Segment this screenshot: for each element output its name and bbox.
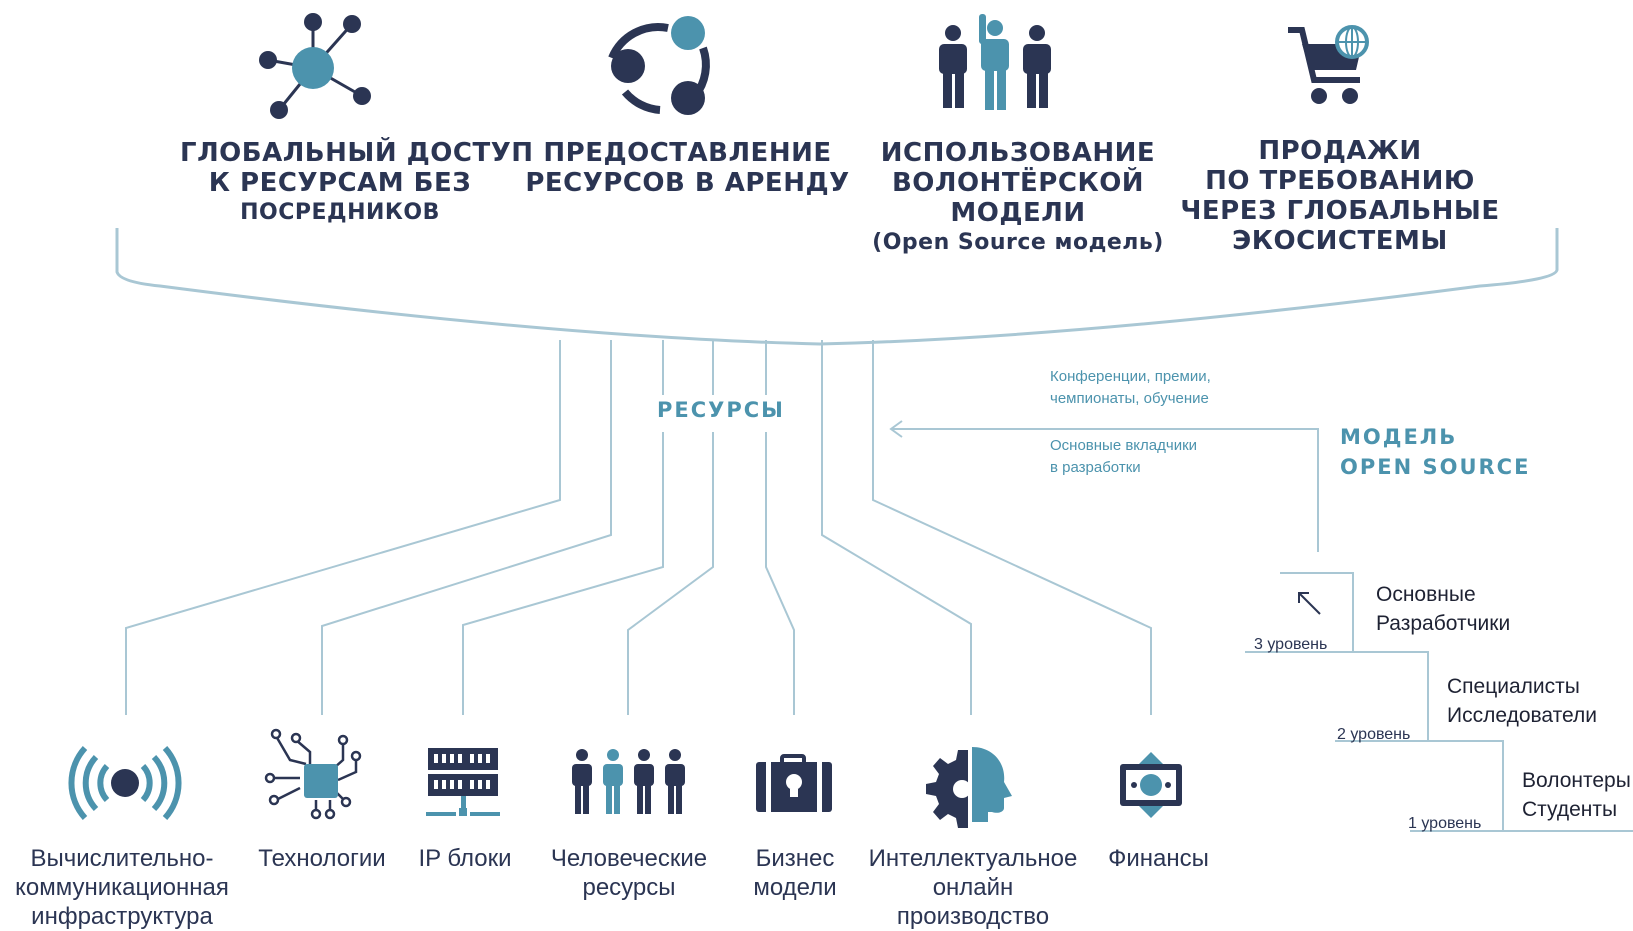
open-source-note-top: Конференции, премии, чемпионаты, обучени… (1050, 366, 1211, 410)
open-source-arrow (889, 420, 1319, 552)
bottom-label-ip-blocks: IP блоки (405, 844, 525, 873)
level-role: Студенты (1522, 798, 1618, 821)
bottom-label-line: онлайн (932, 874, 1014, 901)
bottom-label-line: модели (753, 874, 837, 901)
bottom-label-technologies: Технологии (242, 844, 402, 873)
banknote-icon (1120, 752, 1182, 818)
top-title-line: ПРЕДОСТАВЛЕНИЕ (543, 138, 832, 168)
top-title-line: ПОСРЕДНИКОВ (240, 200, 440, 225)
level-3-roles: Основные Разработчики (1376, 580, 1510, 638)
level-role: Специалисты (1447, 675, 1580, 698)
shopping-cart-globe-icon (1288, 25, 1369, 104)
level-staircase (1245, 572, 1633, 832)
level-1-roles: Волонтеры Студенты (1522, 766, 1631, 824)
bottom-label-line: производство (896, 903, 1050, 930)
connector-finance (872, 340, 1152, 715)
note-line: Основные вкладчики (1050, 437, 1198, 454)
connector-infrastructure (125, 340, 561, 715)
bottom-label-line: коммуникационная (15, 874, 229, 901)
open-source-title-line: МОДЕЛЬ (1340, 425, 1458, 449)
top-title-sales: ПРОДАЖИ ПО ТРЕБОВАНИЮ ЧЕРЕЗ ГЛОБАЛЬНЫЕ Э… (1180, 136, 1500, 256)
bottom-label-line: Бизнес (755, 845, 835, 872)
level-role: Волонтеры (1522, 769, 1631, 792)
people-group-icon (572, 749, 685, 814)
head-gear-icon (926, 747, 1012, 828)
top-title-rental: ПРЕДОСТАВЛЕНИЕ РЕСУРСОВ В АРЕНДУ (525, 138, 850, 198)
resources-label: РЕСУРСЫ (657, 398, 785, 422)
grouping-brace (115, 228, 1559, 346)
note-line: в разработки (1050, 459, 1141, 476)
cycle-icon (608, 16, 710, 115)
connector-intellectual (821, 340, 972, 715)
bottom-label-line: Вычислительно- (30, 845, 214, 872)
people-raised-hand-icon (939, 14, 1051, 110)
bottom-label-line: Технологии (258, 845, 386, 872)
top-title-line: ГЛОБАЛЬНЫЙ ДОСТУП (180, 138, 534, 168)
up-arrow-icon (1298, 592, 1321, 615)
open-source-title-line: OPEN SOURCE (1340, 455, 1531, 479)
bottom-label-intellectual: Интеллектуальное онлайн производство (858, 844, 1088, 931)
bottom-label-human-resources: Человеческие ресурсы (535, 844, 723, 902)
circuit-chip-icon (264, 728, 362, 820)
note-line: Конференции, премии, (1050, 368, 1211, 385)
bottom-label-business-models: Бизнес модели (735, 844, 855, 902)
top-title-line: МОДЕЛИ (950, 198, 1086, 228)
bottom-label-line: Человеческие (550, 845, 708, 872)
network-icon (259, 13, 371, 119)
level-3-label: 3 уровень (1254, 636, 1328, 653)
top-title-line: ЭКОСИСТЕМЫ (1232, 226, 1448, 256)
top-title-global-access: ГЛОБАЛЬНЫЙ ДОСТУП К РЕСУРСАМ БЕЗ ПОСРЕДН… (180, 138, 534, 228)
briefcase-bulb-icon (756, 754, 832, 812)
top-title-line: (Open Source модель) (872, 230, 1164, 255)
top-title-volunteer: ИСПОЛЬЗОВАНИЕ ВОЛОНТЁРСКОЙ МОДЕЛИ (Open … (858, 138, 1178, 258)
resource-connectors (125, 340, 1152, 715)
bottom-label-line: Интеллектуальное (868, 845, 1078, 872)
level-2-roles: Специалисты Исследователи (1447, 672, 1597, 730)
level-2-label: 2 уровень (1337, 726, 1411, 743)
top-title-line: РЕСУРСОВ В АРЕНДУ (525, 168, 850, 198)
level-1-label: 1 уровень (1408, 815, 1482, 832)
bottom-label-finance: Финансы (1096, 844, 1221, 873)
connector-ip-blocks-lower (462, 432, 664, 715)
connector-technologies (321, 340, 612, 715)
connector-human-resources-lower (627, 432, 714, 715)
bottom-label-line: Финансы (1108, 845, 1209, 872)
bottom-label-line: IP блоки (418, 845, 512, 872)
top-title-line: ПО ТРЕБОВАНИЮ (1205, 166, 1475, 196)
note-line: чемпионаты, обучение (1050, 390, 1209, 407)
top-title-line: ИСПОЛЬЗОВАНИЕ (880, 138, 1156, 168)
top-title-line: ЧЕРЕЗ ГЛОБАЛЬНЫЕ (1180, 196, 1500, 226)
server-rack-icon (426, 748, 500, 816)
level-role: Основные (1376, 583, 1476, 606)
wireless-signal-icon (68, 745, 182, 821)
top-title-line: ВОЛОНТЁРСКОЙ (891, 168, 1145, 198)
top-title-line: К РЕСУРСАМ БЕЗ (208, 168, 472, 198)
open-source-note-bottom: Основные вкладчики в разработки (1050, 435, 1197, 479)
bottom-label-line: ресурсы (582, 874, 676, 901)
top-title-line: ПРОДАЖИ (1258, 136, 1422, 166)
bottom-label-infrastructure: Вычислительно- коммуникационная инфрастр… (2, 844, 242, 931)
open-source-title: МОДЕЛЬ OPEN SOURCE (1340, 422, 1530, 482)
level-role: Исследователи (1447, 704, 1597, 727)
bottom-label-line: инфраструктура (31, 903, 213, 930)
connector-business-models-lower (765, 432, 795, 715)
level-role: Разработчики (1376, 612, 1511, 635)
